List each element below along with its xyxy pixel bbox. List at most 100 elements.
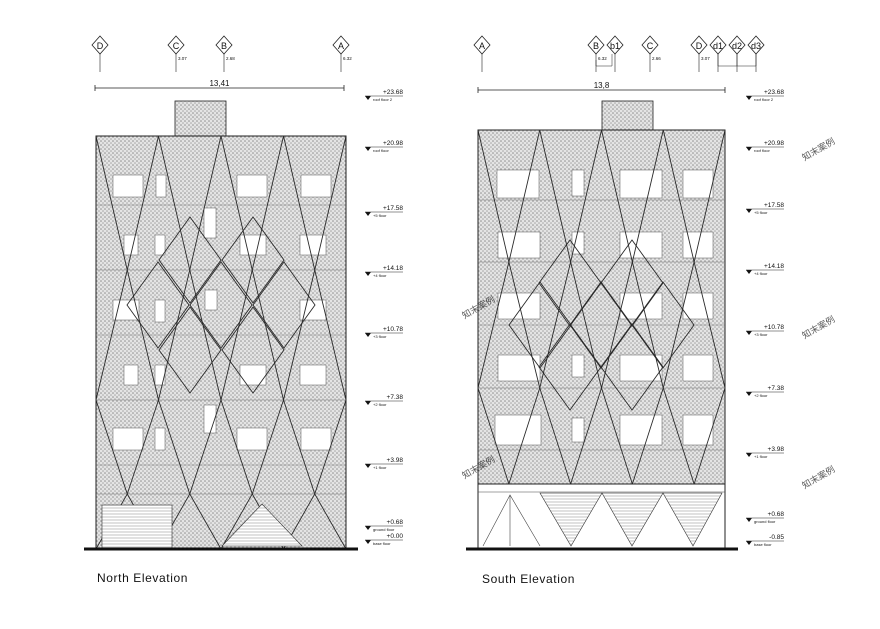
level-name: +3 floor bbox=[373, 334, 387, 339]
level-name: roof floor 2 bbox=[373, 97, 393, 102]
window bbox=[236, 174, 268, 198]
level-marker-south: +17.58+5 floor bbox=[746, 202, 784, 215]
level-triangle bbox=[746, 96, 752, 100]
window bbox=[682, 292, 714, 320]
facade-rhombus bbox=[221, 216, 285, 304]
window bbox=[239, 234, 267, 256]
axis-offset-dim: 2.66 bbox=[652, 56, 661, 61]
axis-marker-north-a: A6.32 bbox=[332, 35, 352, 72]
south-elevation-caption: South Elevation bbox=[482, 572, 576, 586]
storefront-triangle-panel bbox=[539, 492, 603, 547]
level-marker-north: +10.78+3 floor bbox=[365, 326, 403, 339]
window bbox=[154, 364, 166, 386]
level-value: -0.85 bbox=[769, 534, 784, 541]
axis-marker-south-d: D 3.07 bbox=[690, 35, 710, 72]
window bbox=[497, 292, 541, 320]
window bbox=[497, 231, 541, 259]
level-name: +3 floor bbox=[754, 332, 768, 337]
entrance-canopy bbox=[221, 503, 303, 547]
facade-rhombus bbox=[158, 216, 222, 304]
facade-diagonal bbox=[314, 135, 347, 401]
facade-rhombus bbox=[126, 261, 190, 349]
level-value: +7.38 bbox=[387, 394, 404, 401]
facade-rhombus bbox=[631, 281, 695, 369]
window bbox=[203, 207, 217, 239]
level-value: +17.58 bbox=[764, 202, 784, 209]
axis-label: b1 bbox=[610, 41, 620, 51]
level-name: +1 floor bbox=[754, 454, 768, 459]
axis-marker-south-b1: b1 bbox=[606, 35, 624, 72]
facade-rhombus bbox=[252, 261, 316, 349]
level-name: +5 floor bbox=[373, 213, 387, 218]
axis-leader bbox=[737, 54, 757, 67]
axis-label: A bbox=[479, 41, 485, 51]
facade-rhombus bbox=[538, 239, 602, 327]
axis-leader bbox=[717, 54, 738, 67]
window bbox=[682, 354, 714, 382]
facade-diagonal bbox=[126, 135, 159, 401]
level-value: +14.18 bbox=[383, 265, 403, 272]
level-triangle bbox=[746, 270, 752, 274]
window bbox=[300, 427, 332, 451]
facade-diagonal bbox=[570, 129, 602, 389]
window bbox=[154, 234, 166, 256]
north-elevation-caption: North Elevation bbox=[97, 571, 189, 585]
axis-label: d2 bbox=[732, 41, 742, 51]
level-value: +0.00 bbox=[387, 533, 404, 540]
axis-offset-dim: 3.07 bbox=[701, 56, 710, 61]
south-overall-dimension: 13,8 bbox=[477, 81, 726, 93]
storefront-triangle-panel bbox=[662, 492, 723, 547]
facade-diagonal bbox=[189, 399, 222, 550]
axis-marker-south-c: C 2.66 bbox=[641, 35, 661, 72]
north-overall-dimension: 13,41 bbox=[94, 79, 345, 91]
dimension-label: 13,8 bbox=[594, 81, 610, 90]
level-marker-south: +3.98+1 floor bbox=[746, 446, 784, 459]
level-value: +3.98 bbox=[768, 446, 785, 453]
level-value: +0.68 bbox=[768, 511, 785, 518]
facade-rhombus bbox=[221, 306, 285, 394]
level-triangle bbox=[365, 526, 371, 530]
level-value: +23.68 bbox=[764, 89, 784, 96]
facade-rhombus bbox=[569, 281, 633, 369]
level-marker-south: +14.18+4 floor bbox=[746, 263, 784, 276]
level-triangle bbox=[365, 401, 371, 405]
level-triangle bbox=[365, 540, 371, 544]
facade-diagonal bbox=[693, 129, 726, 389]
window bbox=[299, 364, 327, 386]
window bbox=[112, 427, 144, 451]
window bbox=[154, 299, 166, 323]
window bbox=[571, 417, 585, 443]
level-value: +7.38 bbox=[768, 385, 785, 392]
axis-label: D bbox=[696, 41, 703, 51]
facade-rhombus bbox=[538, 323, 602, 411]
window bbox=[155, 174, 167, 198]
axis-offset-dim: 3.07 bbox=[178, 56, 187, 61]
level-name: +1 floor bbox=[373, 465, 387, 470]
window bbox=[571, 169, 585, 197]
axis-label: C bbox=[647, 41, 654, 51]
axis-label: B bbox=[221, 41, 227, 51]
level-marker-north: +17.58+5 floor bbox=[365, 205, 403, 218]
level-marker-north: +14.18+4 floor bbox=[365, 265, 403, 278]
level-marker-north: +7.38+2 floor bbox=[365, 394, 403, 407]
level-name: base floor bbox=[373, 541, 391, 546]
facade-diagonal bbox=[314, 399, 347, 550]
level-value: +23.68 bbox=[383, 89, 403, 96]
axis-marker-south-a: A bbox=[473, 35, 491, 72]
level-name: base floor bbox=[754, 542, 772, 547]
window bbox=[203, 404, 217, 434]
window bbox=[494, 414, 542, 446]
axis-label: B bbox=[593, 41, 599, 51]
axis-marker-north-c: C3.07 bbox=[167, 35, 187, 72]
level-triangle bbox=[365, 212, 371, 216]
level-value: +10.78 bbox=[383, 326, 403, 333]
window bbox=[236, 427, 268, 451]
window bbox=[571, 354, 585, 378]
